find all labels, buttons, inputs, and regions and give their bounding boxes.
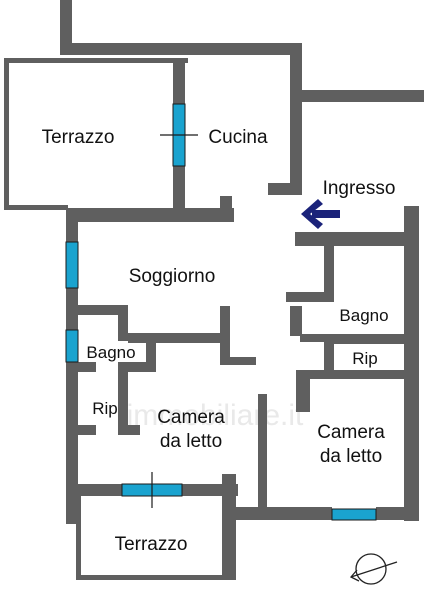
room-camera-center-line2: da letto bbox=[160, 431, 222, 452]
room-cucina: Cucina bbox=[208, 127, 268, 148]
window-soggiorno bbox=[65, 241, 79, 289]
room-soggiorno: Soggiorno bbox=[129, 266, 216, 287]
room-camera-right-line2: da letto bbox=[320, 446, 382, 467]
room-rip-left: Rip bbox=[92, 399, 118, 418]
window-bagno-left bbox=[65, 329, 79, 363]
room-labels: Terrazzo Cucina Ingresso Soggiorno Bagno… bbox=[42, 127, 396, 555]
room-ingresso: Ingresso bbox=[323, 178, 396, 199]
window-mullions bbox=[151, 134, 198, 508]
watermark-text: immobiliare.it bbox=[127, 399, 304, 432]
compass-icon bbox=[349, 553, 398, 585]
room-bagno-left: Bagno bbox=[86, 343, 135, 362]
walls bbox=[4, 0, 424, 580]
room-terrazzo-top: Terrazzo bbox=[42, 127, 115, 148]
room-terrazzo-bottom: Terrazzo bbox=[115, 534, 188, 555]
room-bagno-right: Bagno bbox=[339, 306, 388, 325]
window-camera-right bbox=[331, 508, 377, 521]
room-camera-right-line1: Camera bbox=[317, 422, 385, 443]
room-camera-center-line1: Camera bbox=[157, 407, 225, 428]
room-rip-right: Rip bbox=[352, 349, 378, 368]
entrance-arrow-icon bbox=[301, 199, 340, 229]
